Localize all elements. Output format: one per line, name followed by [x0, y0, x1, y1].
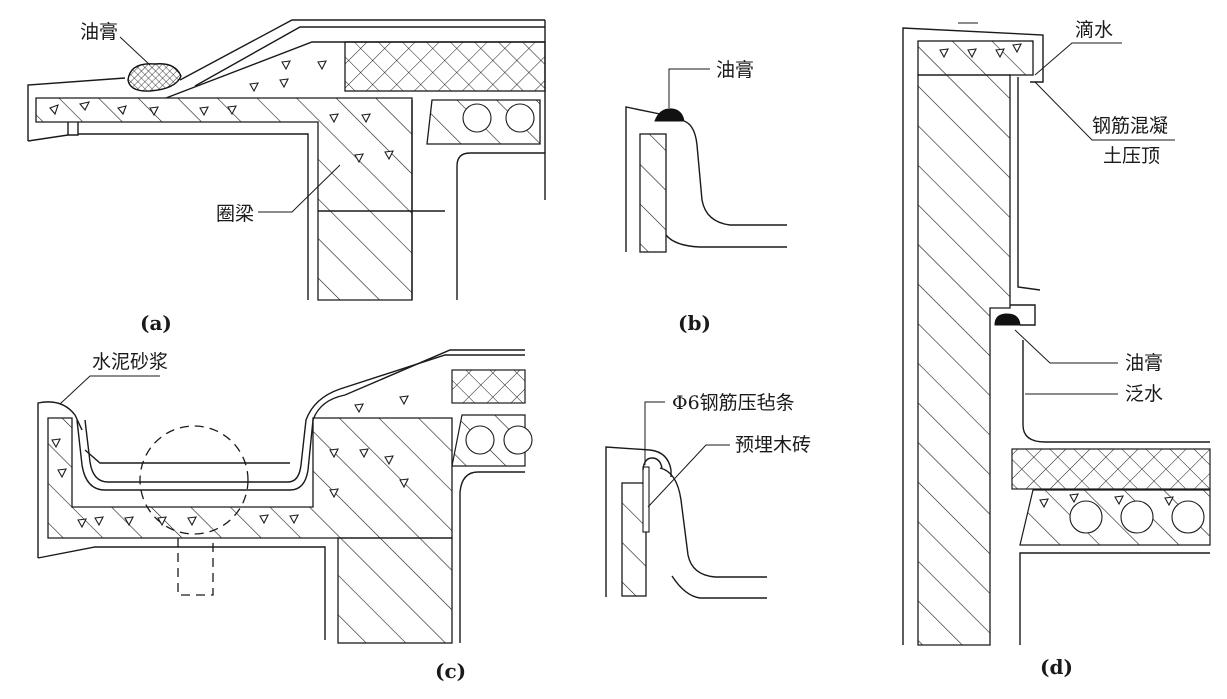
label-ring-beam: 圈梁 [216, 203, 254, 225]
hollow-core [465, 425, 495, 455]
parapet-wall [917, 74, 1011, 646]
eave-slab-and-ring-beam [35, 97, 413, 301]
panel-d: 滴水 钢筋混凝 土压顶 油膏 泛水 (d) [902, 19, 1211, 679]
coping-outline [902, 27, 1044, 645]
label-cement-mortar: 水泥砂浆 [92, 351, 168, 373]
label-sealant-d: 油膏 [1125, 351, 1163, 374]
wood-brick [621, 482, 647, 597]
cover-curve [649, 449, 672, 477]
wood-brick-hatch [639, 133, 667, 253]
sealant-leader [119, 36, 151, 66]
flashing-membrane [1022, 340, 1210, 443]
cover-top-line [27, 77, 126, 141]
ring-beam-c [337, 537, 453, 644]
drip-groove [67, 122, 79, 136]
panel-c-detail: Φ6钢筋压毡条 预埋木砖 [605, 392, 811, 599]
flashing-groove [1010, 304, 1036, 326]
hollow-core [1069, 500, 1103, 534]
flashing-inner [671, 575, 767, 599]
flashing-inner [665, 234, 787, 248]
panel-b: 油膏 (b) [625, 58, 787, 335]
insulation-layer [344, 41, 546, 92]
sealant-bead [654, 108, 685, 122]
caption-a: (a) [140, 311, 172, 335]
panel-a: 油膏 圈梁 (a) [27, 19, 546, 335]
downpipe-dashed [177, 538, 214, 596]
drip-leader [1034, 42, 1122, 76]
downpipe-outlet-dashed [139, 425, 249, 535]
hollow-core [1120, 500, 1154, 534]
rebar-strip [642, 466, 650, 533]
gutter-slab [47, 417, 453, 539]
sealant-blob [127, 63, 182, 92]
ceiling-plaster-c [459, 471, 525, 643]
cover-outline [625, 106, 661, 252]
insulation-layer-c [451, 369, 526, 404]
label-coping-line2: 土压顶 [1103, 145, 1160, 167]
wood-brick-leader [647, 444, 730, 508]
label-sealant-b: 油膏 [716, 58, 754, 81]
hollow-core [503, 425, 533, 455]
caption-d: (d) [1040, 655, 1073, 679]
soffit-plaster-line [37, 546, 326, 640]
flashing-outer [683, 120, 787, 226]
hollow-core [1171, 500, 1205, 534]
cover-bottom-line [27, 134, 69, 142]
aggregate-marks [939, 43, 1174, 509]
ceiling-plaster-line [456, 152, 545, 300]
aggregate-marks [49, 60, 394, 164]
sealant-leader [1014, 329, 1118, 364]
hollow-core [505, 103, 535, 133]
hollow-core [462, 103, 492, 133]
mortar-cap-outline [37, 401, 83, 558]
flashing-outer [659, 467, 767, 578]
insulation-layer-d [1011, 448, 1211, 490]
plaster-line [78, 133, 309, 300]
panel-c: 水泥砂浆 (c) [37, 349, 533, 683]
aggregate-marks [51, 395, 409, 529]
rebar-hook [642, 457, 663, 471]
gutter-membrane-outer [76, 349, 525, 491]
caption-b: (b) [678, 311, 711, 335]
ring-beam-leader [258, 164, 341, 213]
gutter-membrane-inner [84, 354, 525, 483]
sealant-bead [994, 313, 1021, 326]
caption-c: (c) [435, 659, 466, 683]
label-flashing: 泛水 [1125, 383, 1163, 405]
membrane-outer-line [179, 19, 545, 81]
membrane-inner-line [194, 26, 545, 87]
hollow-core-slab-d [1019, 489, 1211, 546]
label-wood-brick: 预埋木砖 [735, 434, 811, 456]
mortar-leader [59, 375, 160, 405]
label-sealant-a: 油膏 [80, 20, 118, 43]
gutter-screed-top [84, 449, 290, 464]
label-rebar-strip: Φ6钢筋压毡条 [672, 392, 795, 414]
label-coping-line1: 钢筋混凝 [1092, 115, 1168, 137]
cover-outline [605, 446, 651, 597]
ceiling-plaster-d [1019, 552, 1210, 645]
sealant-leader [668, 68, 710, 108]
label-drip: 滴水 [1075, 19, 1113, 41]
coping-leader [1034, 81, 1175, 141]
plaster-face [1017, 77, 1041, 291]
rebar-leader [644, 401, 665, 465]
